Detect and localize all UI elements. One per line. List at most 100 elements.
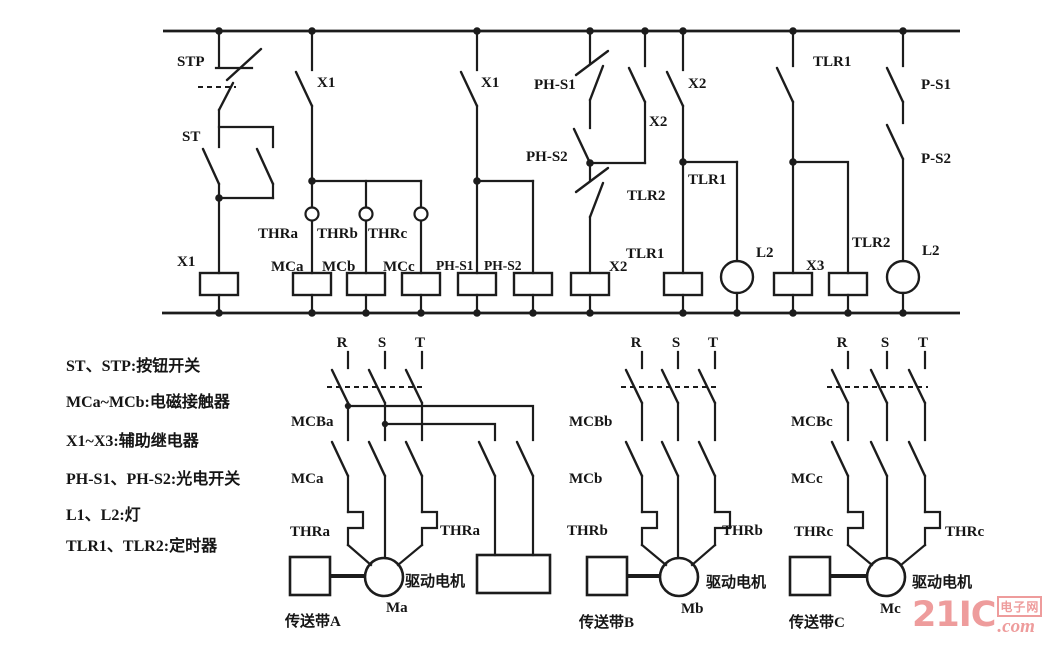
thra-heaters xyxy=(346,510,439,547)
label-x1-contact-1: X1 xyxy=(317,75,335,91)
x1-no-contact xyxy=(294,70,314,108)
thrb-heaters xyxy=(640,510,732,547)
ps1-no-contact xyxy=(885,66,905,104)
label-x2-contact-2: X2 xyxy=(688,76,706,92)
tlr2-nc-contact xyxy=(574,166,610,219)
legend: ST、STP:按钮开关 MCa~MCb:电磁接触器 X1~X3:辅助继电器 PH… xyxy=(66,356,240,555)
label-thrc: THRc xyxy=(368,226,408,242)
label-thra-left: THRa xyxy=(290,524,331,540)
label-mca: MCa xyxy=(271,259,304,275)
power-circuit-b: R S T MCBb MCb THRb THRb 驱动电机 Mb 传送带B xyxy=(567,335,766,631)
rung-x3-tlr2 xyxy=(772,29,869,315)
label-mcbb: MCBb xyxy=(569,414,612,430)
st-no-pushbutton xyxy=(201,147,221,186)
relay-coil-x1 xyxy=(198,271,240,297)
phase-r-b: R xyxy=(631,335,642,351)
label-thra: THRa xyxy=(258,226,299,242)
mcb-main-contacts xyxy=(624,440,717,478)
control-labels: STP ST X1 X1 THRa THRb THRc MCa MCb MCc … xyxy=(177,54,951,275)
label-mcbc: MCBc xyxy=(791,414,833,430)
belt-c-drive-box xyxy=(788,555,832,597)
x2-no-contact-parallel xyxy=(627,66,647,104)
legend-line-5: L1、L2:灯 xyxy=(66,506,141,524)
mca-aux-contacts xyxy=(477,440,535,478)
timer-coil-tlr1 xyxy=(662,271,704,297)
label-mca-power: MCa xyxy=(291,471,324,487)
junction-dots xyxy=(215,27,907,317)
power-circuit-a: R S T MCBa MCa THRa THRa 驱动电机 Ma 传送带A xyxy=(284,335,552,630)
watermark-suffix: .com xyxy=(997,616,1035,637)
label-phs1-coil: PH-S1 xyxy=(436,258,474,273)
label-tlr1-wire: TLR1 xyxy=(688,172,726,188)
phase-r-c: R xyxy=(837,335,848,351)
label-mcc: MCc xyxy=(383,259,415,275)
legend-line-4: PH-S1、PH-S2:光电开关 xyxy=(66,469,240,488)
label-phs2-contact: PH-S2 xyxy=(526,149,568,165)
label-mcb-power: MCb xyxy=(569,471,602,487)
mca-main-contacts xyxy=(330,440,424,478)
label-x1-contact-2: X1 xyxy=(481,75,499,91)
legend-line-6: TLR1、TLR2:定时器 xyxy=(66,536,218,555)
phase-t-a: T xyxy=(415,335,425,351)
label-l2-lamp-2: L2 xyxy=(922,243,940,259)
rung-tlr1-l2 xyxy=(662,29,755,315)
label-l2-lamp-1: L2 xyxy=(756,245,774,261)
x1-no-contact-2 xyxy=(459,70,479,108)
contactor-coil-mca xyxy=(291,271,333,297)
belt-a-aux-box xyxy=(475,553,552,595)
holding-contact xyxy=(255,147,275,186)
mcc-main-contacts xyxy=(830,440,927,478)
phase-t-b: T xyxy=(708,335,718,351)
thrc-heaters xyxy=(846,510,942,547)
label-tlr2-coil: TLR2 xyxy=(852,235,890,251)
label-st: ST xyxy=(182,129,200,145)
rung-photo-switch-coils xyxy=(456,29,554,315)
label-mb: Mb xyxy=(681,601,704,617)
label-mcc-power: MCc xyxy=(791,471,823,487)
label-mc: Mc xyxy=(880,601,901,617)
rung-x2-coil xyxy=(569,29,647,315)
label-mcba: MCBa xyxy=(291,414,334,430)
coil-phs2 xyxy=(512,271,554,297)
label-phs2-coil: PH-S2 xyxy=(484,258,522,273)
label-tlr2-contact: TLR2 xyxy=(627,188,665,204)
mca-aux-tap-wires xyxy=(346,404,535,442)
relay-coil-x2 xyxy=(569,271,611,297)
label-ma: Ma xyxy=(386,600,408,616)
label-thrb: THRb xyxy=(317,226,358,242)
label-ps2: P-S2 xyxy=(921,151,951,167)
label-tlr1-coil: TLR1 xyxy=(626,246,664,262)
coil-phs1 xyxy=(456,271,498,297)
label-belt-b: 传送带B xyxy=(578,613,634,631)
phase-s-b: S xyxy=(672,335,680,351)
relay-coil-x3 xyxy=(772,271,814,297)
label-belt-c: 传送带C xyxy=(788,613,845,631)
label-mcb: MCb xyxy=(322,259,355,275)
label-motor-c-cn: 驱动电机 xyxy=(912,573,972,591)
watermark-brand: 21IC xyxy=(912,595,996,635)
label-thra-right: THRa xyxy=(440,523,481,539)
phase-s-c: S xyxy=(881,335,889,351)
label-ps1: P-S1 xyxy=(921,77,951,93)
label-x2-contact-1: X2 xyxy=(649,114,667,130)
label-motor-b-cn: 驱动电机 xyxy=(706,573,766,591)
thrb-contact xyxy=(358,206,374,222)
phase-t-c: T xyxy=(918,335,928,351)
phs2-no-contact xyxy=(572,127,592,165)
belt-a-drive-box xyxy=(288,555,332,597)
power-circuit-c: R S T MCBc MCc THRc THRc 驱动电机 Mc 传送带C xyxy=(788,335,985,631)
label-thrb-left: THRb xyxy=(567,523,608,539)
lamp-l2-2 xyxy=(885,259,921,295)
motor-ma xyxy=(363,556,405,598)
label-motor-a-cn: 驱动电机 xyxy=(405,572,465,590)
site-watermark: 21IC 电子网 .com xyxy=(912,595,1043,637)
ps2-no-contact xyxy=(885,123,905,161)
contactor-coil-mcc xyxy=(400,271,442,297)
label-belt-a: 传送带A xyxy=(284,612,341,630)
phase-r-a: R xyxy=(337,335,348,351)
phs1-nc-contact xyxy=(574,49,610,102)
rung-stp-st-x1 xyxy=(198,29,275,315)
legend-line-2: MCa~MCb:电磁接触器 xyxy=(66,392,231,411)
